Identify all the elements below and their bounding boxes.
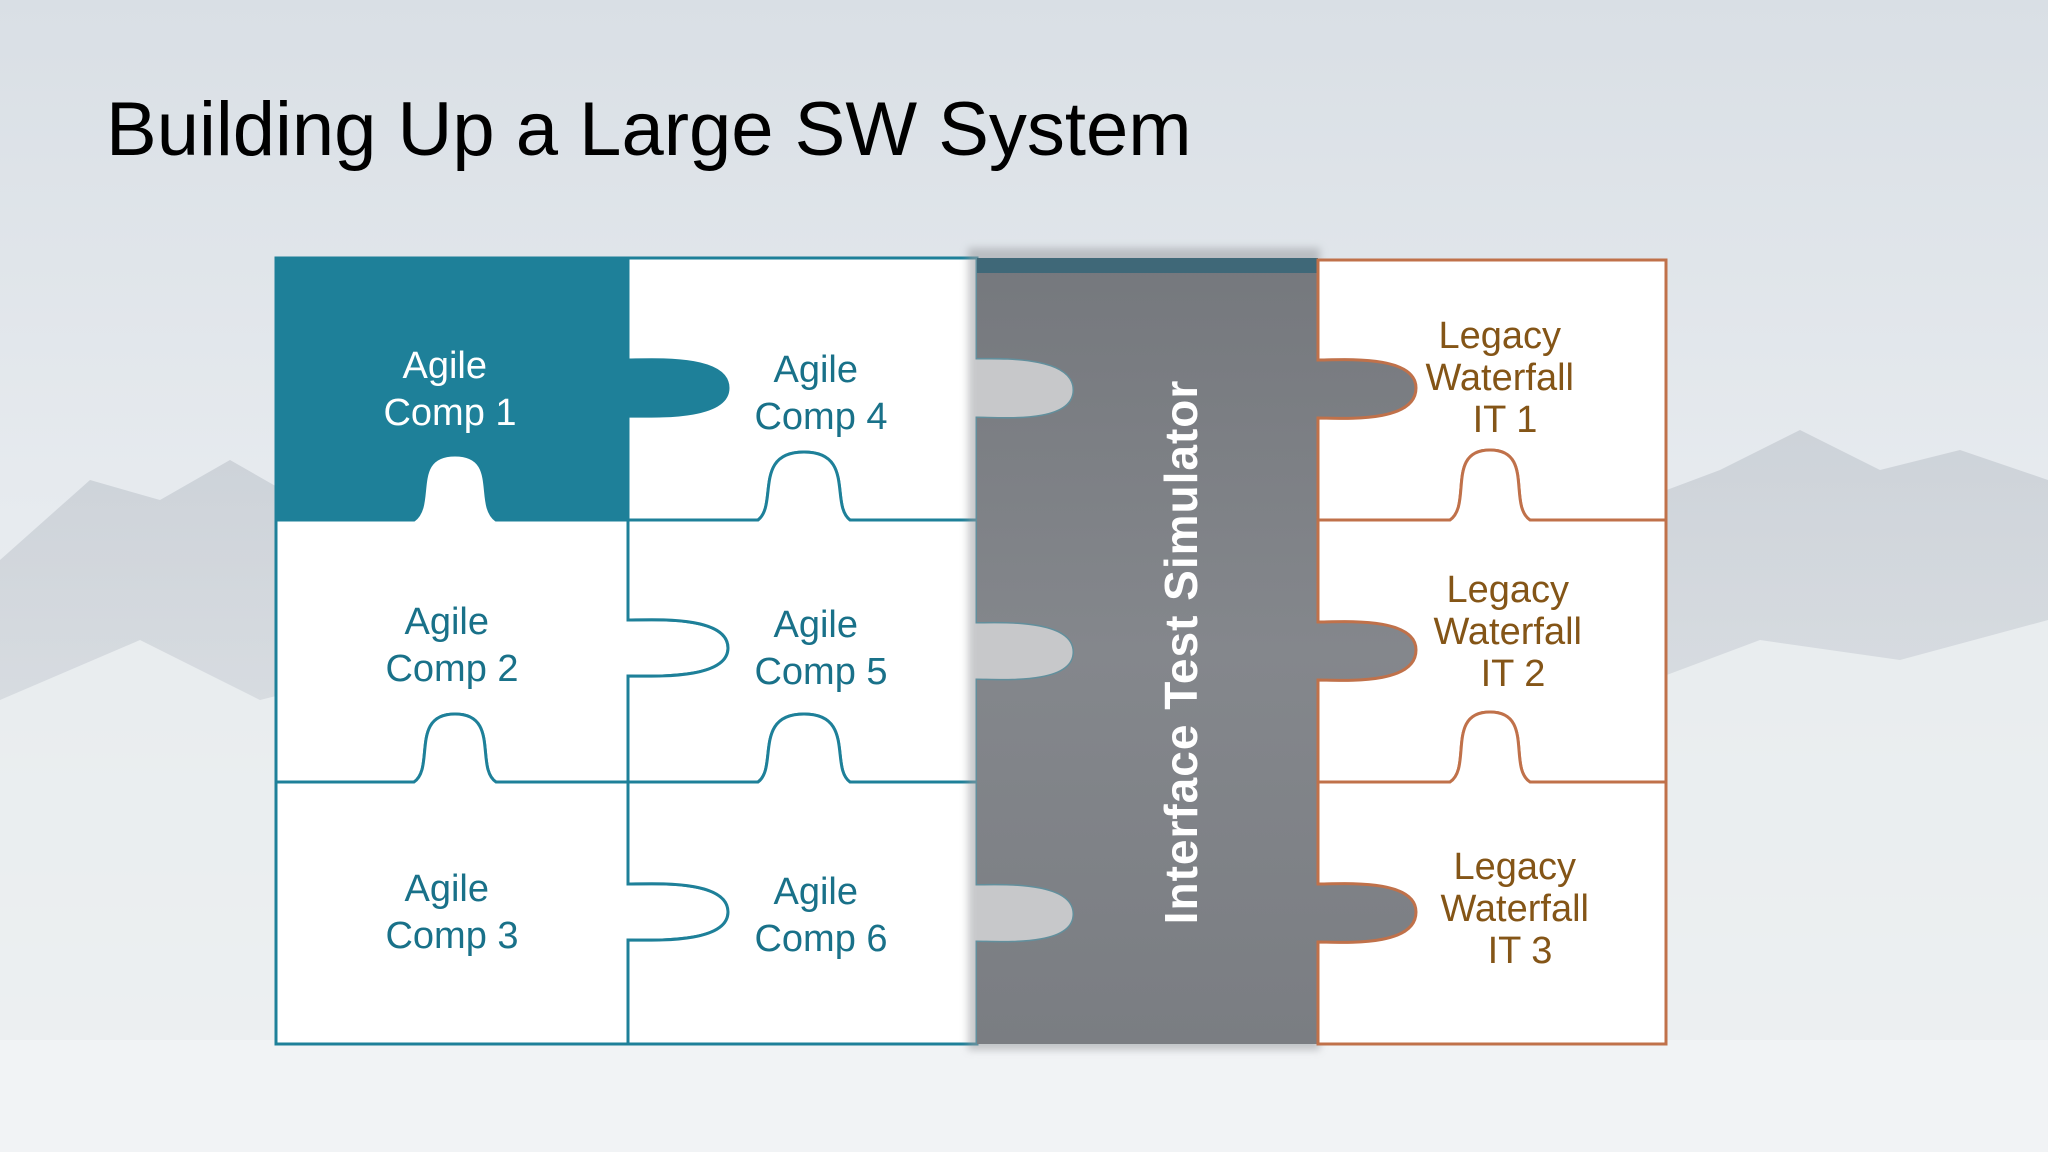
legacy-piece-1-line1: Legacy [1438,315,1561,357]
agile-piece-1-line1: Agile [402,345,487,387]
svg-text:Legacy Waterfall I: Legacy Waterfall IT 3 [1440,846,1599,972]
agile-piece-4-line1: Agile [773,349,858,391]
svg-text:Agile Comp 3: Agile Comp 3 [385,868,518,957]
svg-text:Legacy Waterfall I: Legacy Waterfall IT 1 [1425,315,1584,441]
legacy-piece-3-line3: IT 3 [1488,930,1553,972]
agile-piece-5-line1: Agile [773,604,858,646]
legacy-piece-2-line1: Legacy [1446,569,1569,611]
legacy-piece-3-line2: Waterfall [1440,888,1589,930]
agile-piece-5-line2: Comp 5 [754,651,887,693]
legacy-piece-2: Legacy Waterfall IT 2 [1316,448,1668,784]
legacy-piece-3-line1: Legacy [1453,846,1576,888]
svg-text:Legacy Waterfall I: Legacy Waterfall IT 2 [1433,569,1592,695]
legacy-piece-1-line3: IT 1 [1473,399,1538,441]
agile-piece-4-line2: Comp 4 [754,396,887,438]
agile-piece-3-line1: Agile [404,868,489,910]
agile-piece-4: Agile Comp 4 [626,256,1076,522]
agile-piece-2-line1: Agile [404,601,489,643]
agile-piece-1-line2: Comp 1 [383,392,516,434]
slide-title: Building Up a Large SW System [106,87,1192,172]
legacy-piece-2-line2: Waterfall [1433,611,1582,653]
agile-piece-6-line2: Comp 6 [754,918,887,960]
svg-text:Agile Comp 5: Agile Comp 5 [754,604,887,693]
legacy-piece-1-line2: Waterfall [1425,357,1574,399]
legacy-piece-2-line3: IT 2 [1481,653,1546,695]
agile-piece-3: Agile Comp 3 [274,712,730,1046]
svg-text:Agile Comp 4: Agile Comp 4 [754,349,887,438]
svg-text:Agile Comp 1: Agile Comp 1 [383,345,516,434]
agile-piece-3-line2: Comp 3 [385,915,518,957]
svg-text:Agile Comp 2: Agile Comp 2 [385,601,518,690]
agile-piece-5: Agile Comp 5 [626,450,1076,784]
agile-piece-2: Agile Comp 2 [274,453,730,784]
simulator-label: Interface Test Simulator [1155,380,1207,925]
legacy-piece-3: Legacy Waterfall IT 3 [1316,710,1668,1046]
simulator-top-bar [977,258,1318,273]
svg-text:Agile Comp 6: Agile Comp 6 [754,871,887,960]
simulator-piece: Interface Test Simulator [968,248,1416,1050]
agile-piece-2-line2: Comp 2 [385,648,518,690]
agile-piece-6-line1: Agile [773,871,858,913]
